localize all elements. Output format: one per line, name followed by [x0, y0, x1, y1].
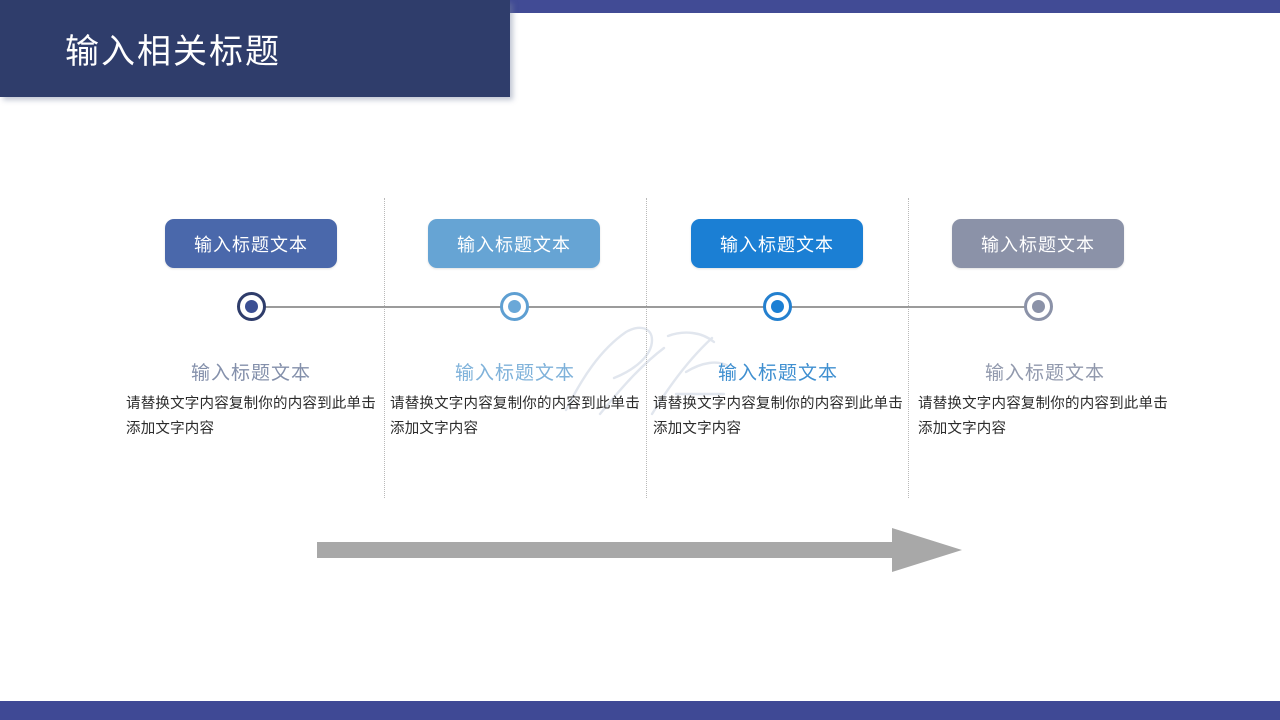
- step-pill-1[interactable]: 输入标题文本: [165, 219, 337, 268]
- timeline-node-3[interactable]: [763, 292, 792, 321]
- page-title: 输入相关标题: [65, 34, 281, 71]
- column-divider-3: [908, 198, 909, 498]
- step-heading-2: 输入标题文本: [454, 363, 575, 384]
- step-pill-label-1: 输入标题文本: [194, 234, 308, 255]
- timeline-node-2[interactable]: [500, 292, 529, 321]
- step-pill-label-2: 输入标题文本: [457, 234, 571, 255]
- timeline-node-1[interactable]: [237, 292, 266, 321]
- step-heading-4: 输入标题文本: [984, 363, 1105, 384]
- step-pill-label-4: 输入标题文本: [981, 234, 1095, 255]
- timeline-axis: [252, 306, 1038, 308]
- step-body-3: 请替换文字内容复制你的内容到此单击添加文字内容: [653, 396, 903, 437]
- step-body-2: 请替换文字内容复制你的内容到此单击添加文字内容: [390, 396, 640, 437]
- column-divider-2: [646, 198, 647, 498]
- step-heading-1: 输入标题文本: [190, 363, 311, 384]
- timeline-node-dot-4: [1032, 300, 1045, 313]
- bottom-accent-bar: [0, 701, 1280, 720]
- timeline-node-dot-3: [771, 300, 784, 313]
- step-body-4: 请替换文字内容复制你的内容到此单击添加文字内容: [918, 396, 1168, 437]
- step-pill-3[interactable]: 输入标题文本: [691, 219, 863, 268]
- column-divider-1: [384, 198, 385, 498]
- timeline-node-4[interactable]: [1024, 292, 1053, 321]
- step-pill-label-3: 输入标题文本: [720, 234, 834, 255]
- step-body-1: 请替换文字内容复制你的内容到此单击添加文字内容: [126, 396, 376, 437]
- title-block: 输入相关标题: [0, 0, 510, 97]
- timeline-node-dot-2: [508, 300, 521, 313]
- step-pill-2[interactable]: 输入标题文本: [428, 219, 600, 268]
- step-pill-4[interactable]: 输入标题文本: [952, 219, 1124, 268]
- timeline-node-dot-1: [245, 300, 258, 313]
- step-heading-3: 输入标题文本: [717, 363, 838, 384]
- progress-arrow: [317, 528, 962, 572]
